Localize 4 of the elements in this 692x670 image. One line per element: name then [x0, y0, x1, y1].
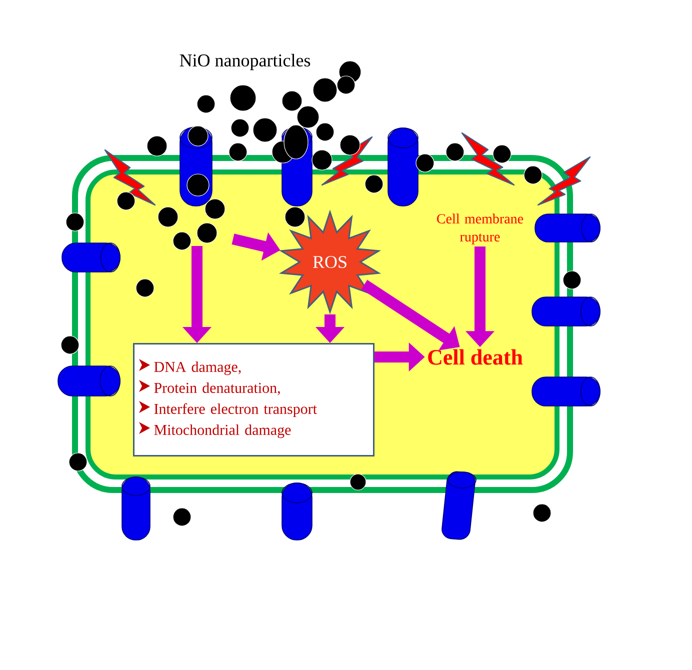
title-text: NiO nanoparticles: [180, 54, 310, 70]
outcome-text: Cell death: [428, 349, 523, 365]
caption-text: Cell membrane rupture: [437, 214, 524, 244]
text-box: DNA damage, Protein denaturation, Interfere electron transport Mitochondrial damage: [133, 343, 374, 456]
